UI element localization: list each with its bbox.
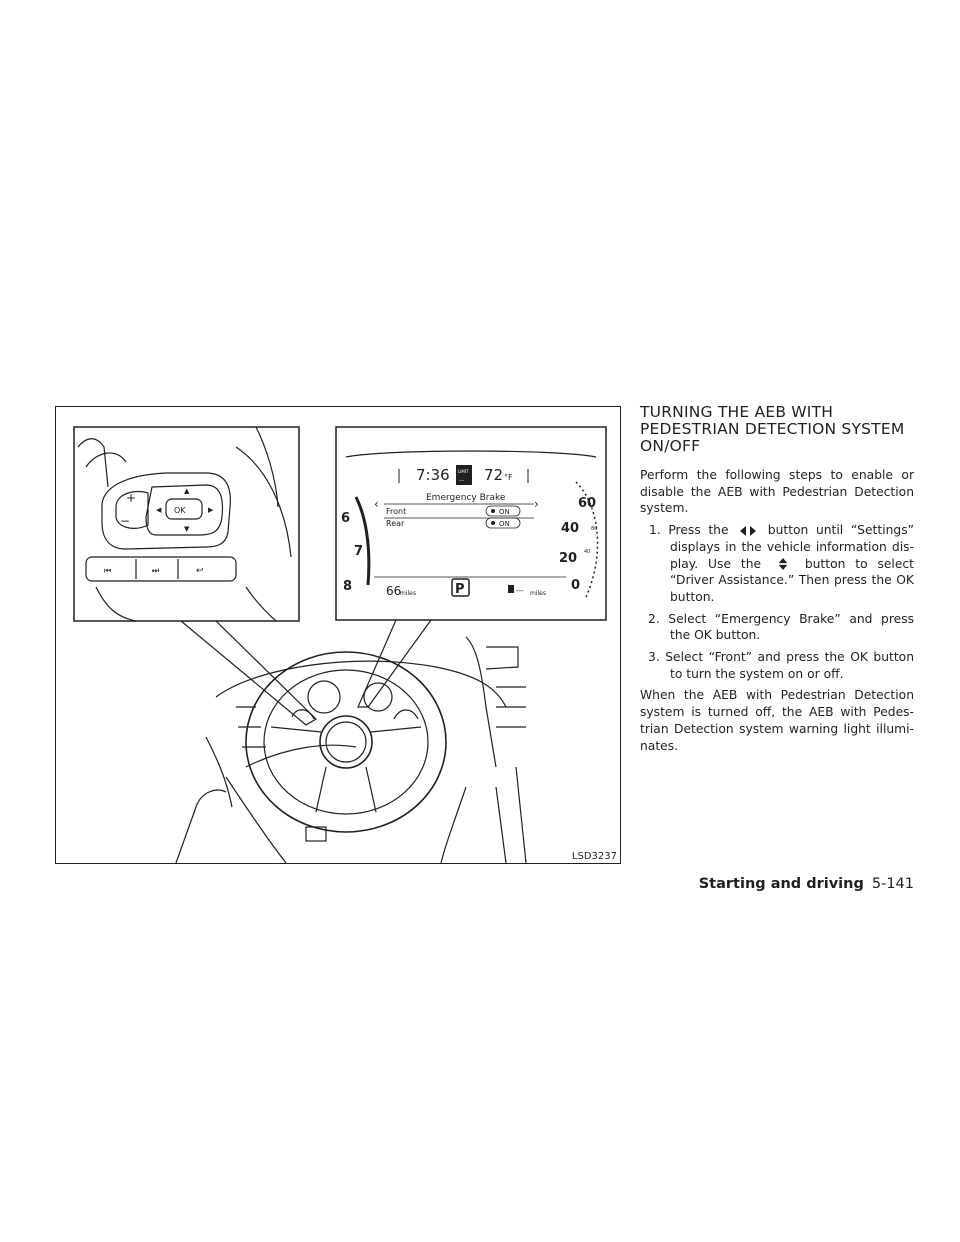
switch-down-arrow-icon: ▼: [184, 525, 190, 533]
switch-inset-frame: [73, 426, 300, 622]
switch-plus-label: +: [126, 491, 136, 505]
kmh-label-80: 80: [591, 526, 597, 532]
display-temperature-unit: °F: [504, 473, 513, 482]
fuel-icon: [508, 585, 514, 593]
display-range: ---: [516, 587, 524, 595]
display-row-label-front: Front: [386, 507, 406, 516]
footer-section-title: Starting and driving: [698, 876, 864, 892]
display-gear: P: [455, 582, 465, 597]
kmh-label-40: 40: [584, 549, 590, 555]
step-1-text-a: Press the: [668, 523, 729, 538]
step-1: 1. Press the button until “Settings” dis…: [640, 522, 914, 606]
gear-indicator-box: [451, 578, 470, 597]
display-row-status-rear: ON: [499, 520, 510, 528]
display-inset-frame: [335, 426, 607, 621]
switch-minus-label: −: [120, 514, 130, 528]
switch-ok-label: OK: [174, 506, 186, 515]
switch-previous-track-icon: ⏮: [104, 566, 111, 575]
illustration-figure: 7:36 LIMIT --- 72 °F Emergency Brake ‹ ›…: [55, 406, 621, 864]
step-3: 3. Select “Front” and press the OK butto…: [648, 650, 914, 681]
section-heading: TURNING THE AEB WITH PEDESTRIAN DETECTIO…: [640, 404, 914, 455]
figure-code: LSD3237: [571, 851, 617, 862]
instruction-column: TURNING THE AEB WITH PEDESTRIAN DETECTIO…: [640, 404, 914, 759]
closing-paragraph: When the AEB with Pedestrian Detection s…: [640, 688, 914, 753]
switch-up-arrow-icon: ▲: [184, 487, 190, 495]
display-row-status-front: ON: [499, 508, 510, 516]
speed-label-60: 60: [578, 496, 596, 511]
heading-line: ON/OFF: [640, 437, 701, 455]
display-range-unit: miles: [530, 590, 546, 597]
display-left-arrow-icon: ‹: [374, 497, 379, 511]
display-limit-label: LIMIT: [458, 469, 469, 474]
switch-back-icon: ↩: [196, 566, 204, 576]
step-2: 2. Select “Emergency Brake” and press th…: [648, 611, 914, 643]
heading-line: PEDESTRIAN DETECTION SYSTEM: [640, 420, 905, 438]
heading-line: TURNING THE AEB WITH: [640, 403, 834, 421]
speed-label-20: 20: [559, 551, 577, 566]
display-time: 7:36: [416, 466, 450, 484]
display-temperature: 72: [484, 466, 503, 484]
display-odometer-unit: miles: [400, 590, 416, 597]
step-1-text-c: button to select “Driver Assistance.” Th…: [670, 556, 914, 604]
left-right-arrows-icon: [740, 525, 757, 536]
steps-list: 1. Press the button until “Settings” dis…: [640, 522, 914, 682]
speed-label-0: 0: [571, 578, 580, 593]
display-odometer: 66: [386, 584, 401, 598]
step-1-text-b: button until “Settings” displays in the …: [670, 523, 914, 571]
tach-label-6: 6: [341, 511, 350, 526]
steering-wheel-illustration: 7:36 LIMIT --- 72 °F Emergency Brake ‹ ›…: [73, 426, 607, 863]
step-1-number: 1.: [649, 523, 661, 538]
display-limit-value: ---: [459, 478, 465, 484]
switch-next-track-icon: ⏭: [152, 566, 159, 575]
display-row-label-rear: Rear: [386, 519, 405, 528]
up-down-arrows-icon: [778, 558, 788, 571]
page-footer: Starting and driving 5-141: [699, 876, 914, 892]
page-number: 5-141: [871, 876, 914, 892]
speed-label-40: 40: [561, 521, 579, 536]
display-menu-title: Emergency Brake: [426, 493, 506, 503]
switch-left-arrow-icon: ◀: [156, 506, 162, 514]
tach-label-7: 7: [354, 544, 363, 559]
intro-paragraph: Perform the following steps to enable or…: [640, 468, 914, 516]
tach-label-8: 8: [343, 579, 352, 594]
display-right-arrow-icon: ›: [534, 497, 539, 511]
switch-right-arrow-icon: ▶: [208, 506, 214, 514]
